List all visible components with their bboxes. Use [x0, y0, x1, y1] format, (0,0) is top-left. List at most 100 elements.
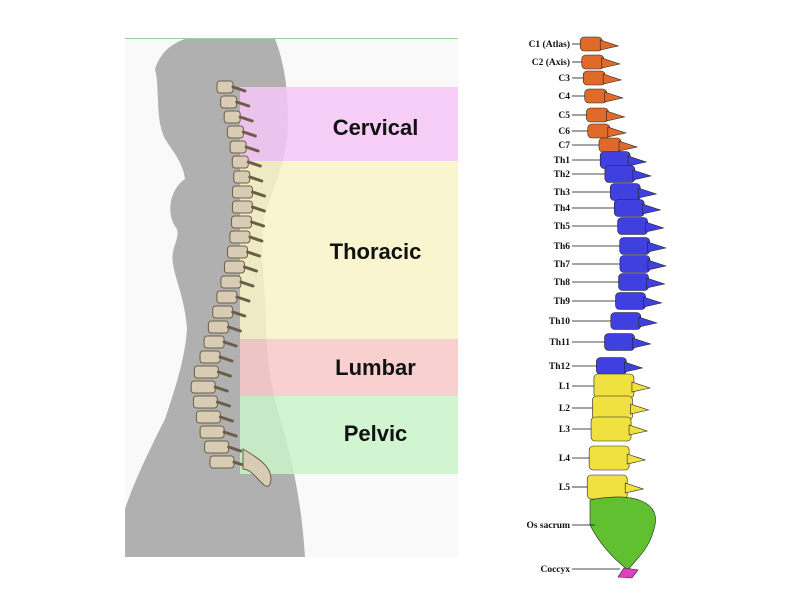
vertebra-body — [614, 200, 644, 217]
vertebra-bone — [232, 201, 252, 213]
vertebra-body — [585, 89, 607, 103]
vertebra-bone — [228, 246, 248, 258]
vertebra-label: Th3 — [554, 188, 571, 198]
vertebra-label: L4 — [559, 454, 570, 464]
vertebra-body — [586, 108, 608, 122]
vertebra-bone — [221, 96, 237, 108]
coccyx-shape — [618, 568, 638, 578]
vertebra-process — [608, 127, 626, 137]
vertebra-body — [592, 396, 632, 420]
vertebra-label: L5 — [559, 483, 570, 493]
vertebra-bone — [232, 216, 252, 228]
colored-spine-diagram: C1 (Atlas)C2 (Axis)C3C4C5C6C7Th1Th2Th3Th… — [520, 30, 700, 585]
vertebra-bone — [208, 321, 228, 333]
vertebra-process — [602, 58, 620, 68]
vertebra-label: Th2 — [554, 170, 571, 180]
vertebra-label: Th8 — [554, 278, 571, 288]
vertebra-process — [646, 222, 664, 232]
vertebra-body — [583, 71, 605, 85]
vertebra-label: C4 — [558, 92, 570, 102]
vertebra-process — [600, 40, 618, 50]
vertebra-label: Th11 — [549, 338, 570, 348]
vertebra-label: Th7 — [554, 260, 571, 270]
vertebra-process — [629, 425, 647, 435]
vertebra-bone — [232, 186, 252, 198]
vertebra-body — [589, 446, 629, 470]
vertebra-body — [620, 238, 650, 255]
vertebra-bone — [196, 411, 220, 423]
vertebra-body — [591, 417, 631, 441]
vertebra-bone — [224, 261, 244, 273]
vertebra-process — [638, 188, 656, 198]
vertebra-bone — [232, 156, 248, 168]
vertebra-bone — [193, 396, 217, 408]
thoracic-label: Thoracic — [293, 239, 458, 265]
vertebra-process — [625, 483, 643, 493]
vertebra-bone — [230, 231, 250, 243]
vertebra-body — [611, 313, 641, 330]
vertebra-bone — [200, 351, 220, 363]
vertebra-process — [619, 141, 637, 151]
vertebra-label: L2 — [559, 404, 570, 414]
vertebra-process — [633, 338, 651, 348]
vertebra-process — [639, 317, 657, 327]
vertebra-process — [630, 404, 648, 414]
vertebra-body — [618, 218, 648, 235]
vertebra-label: Th4 — [554, 204, 571, 214]
vertebra-process — [628, 156, 646, 166]
vertebra-body — [588, 124, 610, 138]
vertebra-process — [603, 74, 621, 84]
vertebra-bone — [205, 441, 229, 453]
vertebra-label: Th10 — [549, 317, 570, 327]
vertebra-label: Th5 — [554, 222, 571, 232]
vertebra-bone — [213, 306, 233, 318]
vertebra-body — [587, 475, 627, 499]
vertebra-label: C7 — [558, 141, 570, 151]
vertebra-label: L3 — [559, 425, 570, 435]
vertebra-body — [620, 256, 650, 273]
vertebra-label: C1 (Atlas) — [529, 39, 570, 50]
vertebra-label: C6 — [558, 127, 570, 137]
vertebra-body — [596, 358, 626, 375]
vertebra-body — [605, 334, 635, 351]
vertebra-label: Th9 — [554, 297, 571, 307]
vertebra-body — [594, 374, 634, 398]
vertebra-label: Coccyx — [540, 565, 570, 575]
vertebra-bone — [234, 171, 250, 183]
vertebra-label: Th6 — [554, 242, 571, 252]
vertebra-body — [616, 293, 646, 310]
vertebra-label: C5 — [558, 111, 570, 121]
vertebra-bone — [230, 141, 246, 153]
vertebra-process — [648, 242, 666, 252]
vertebra-process — [648, 260, 666, 270]
vertebra-process — [642, 204, 660, 214]
vertebra-bone — [217, 291, 237, 303]
vertebra-bone — [204, 336, 224, 348]
vertebra-process — [606, 111, 624, 121]
vertebra-label: L1 — [559, 382, 570, 392]
vertebra-bone — [221, 276, 241, 288]
vertebra-label: C2 (Axis) — [532, 57, 570, 68]
vertebra-bone — [194, 366, 218, 378]
vertebra-bone — [191, 381, 215, 393]
vertebra-body — [582, 55, 604, 69]
vertebra-process — [624, 362, 642, 372]
vertebra-label: Th1 — [554, 156, 571, 166]
vertebra-body — [610, 184, 640, 201]
vertebra-process — [647, 278, 665, 288]
lumbar-label: Lumbar — [293, 355, 458, 381]
vertebra-bone — [224, 111, 240, 123]
cervical-label: Cervical — [293, 115, 458, 141]
vertebra-label: Th12 — [549, 362, 570, 372]
body-spine-illustration: Cervical Thoracic Lumbar Pelvic — [125, 38, 458, 557]
sacrum-shape — [590, 497, 656, 570]
vertebra-process — [644, 297, 662, 307]
vertebra-process — [632, 382, 650, 392]
vertebra-label: Os sacrum — [526, 521, 570, 531]
vertebra-process — [627, 454, 645, 464]
pelvic-label: Pelvic — [293, 421, 458, 447]
vertebra-process — [633, 170, 651, 180]
vertebra-body — [619, 274, 649, 291]
vertebra-process — [605, 92, 623, 102]
vertebra-bone — [200, 426, 224, 438]
